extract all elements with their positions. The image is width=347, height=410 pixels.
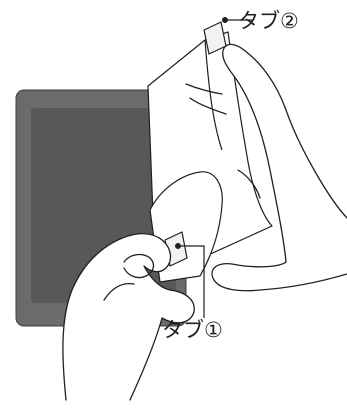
- tab2-leader-dot: [223, 18, 228, 23]
- tab1-leader-dot: [176, 244, 181, 249]
- tab-1-label: タブ①: [162, 320, 223, 341]
- tab-2-label: タブ②: [238, 11, 299, 32]
